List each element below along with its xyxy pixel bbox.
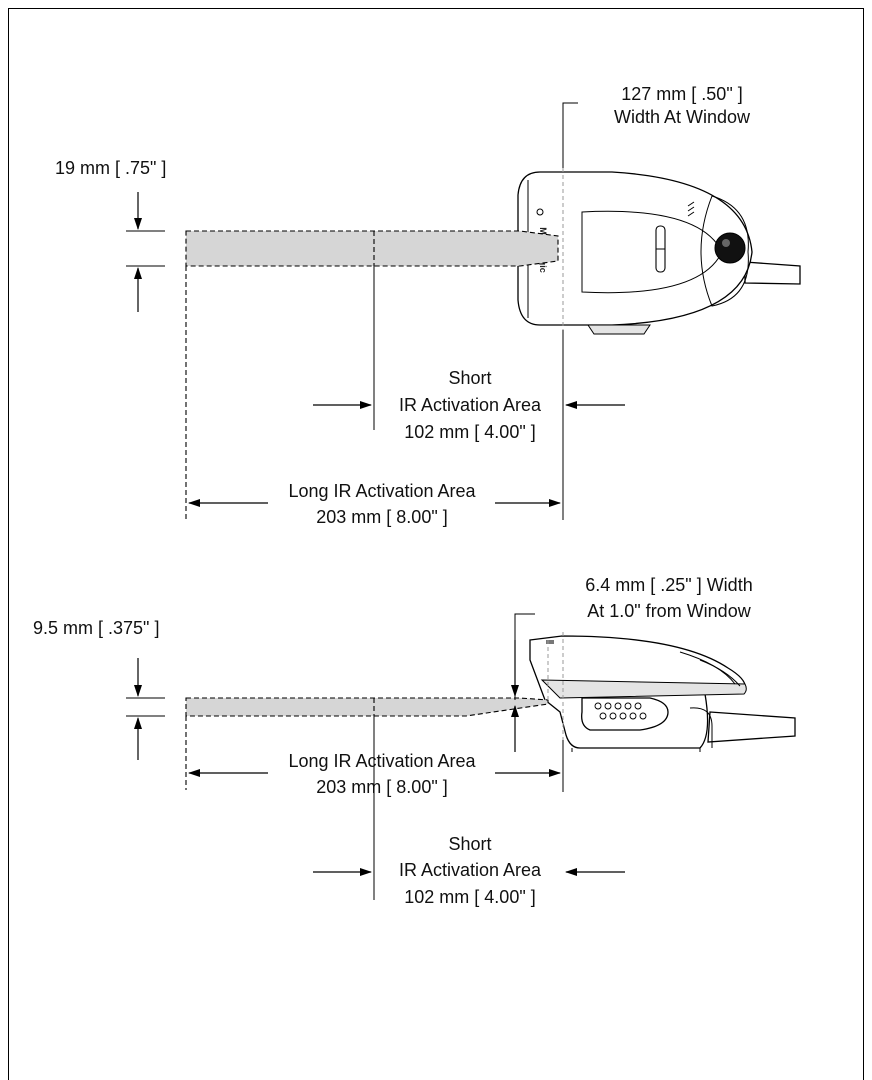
side-view: 6.4 mm [ .25" ] Width At 1.0" from Windo… [33, 575, 796, 907]
window-width-label-line1: 6.4 mm [ .25" ] Width [585, 575, 752, 595]
scanner-top-view: Metrologic [517, 171, 801, 335]
short-area-label-line3: 102 mm [ 4.00" ] [404, 887, 535, 907]
window-width-label-line2: At 1.0" from Window [587, 601, 751, 621]
beam-height-label: 19 mm [ .75" ] [55, 158, 166, 178]
scanner-side-view [529, 635, 796, 752]
window-width-label-line1: 127 mm [ .50" ] [621, 84, 742, 104]
long-area-label-line2: 203 mm [ 8.00" ] [316, 507, 447, 527]
short-area-label-line2: IR Activation Area [399, 860, 542, 880]
ir-beam-side [185, 697, 549, 717]
long-area-label-line1: Long IR Activation Area [288, 481, 476, 501]
long-area-label-line1: Long IR Activation Area [288, 751, 476, 771]
top-view: Metrologic 127 mm [ .50" ] Width At Wind… [55, 84, 801, 527]
short-area-label-line1: Short [448, 834, 491, 854]
figure-frame [8, 8, 864, 1080]
short-area-label-line2: IR Activation Area [399, 395, 542, 415]
ir-beam-top [185, 230, 559, 267]
short-area-label-line1: Short [448, 368, 491, 388]
window-width-label-line2: Width At Window [614, 107, 751, 127]
beam-height-label: 9.5 mm [ .375" ] [33, 618, 159, 638]
long-area-label-line2: 203 mm [ 8.00" ] [316, 777, 447, 797]
brand-logo-mark [536, 208, 544, 216]
short-area-label-line3: 102 mm [ 4.00" ] [404, 422, 535, 442]
